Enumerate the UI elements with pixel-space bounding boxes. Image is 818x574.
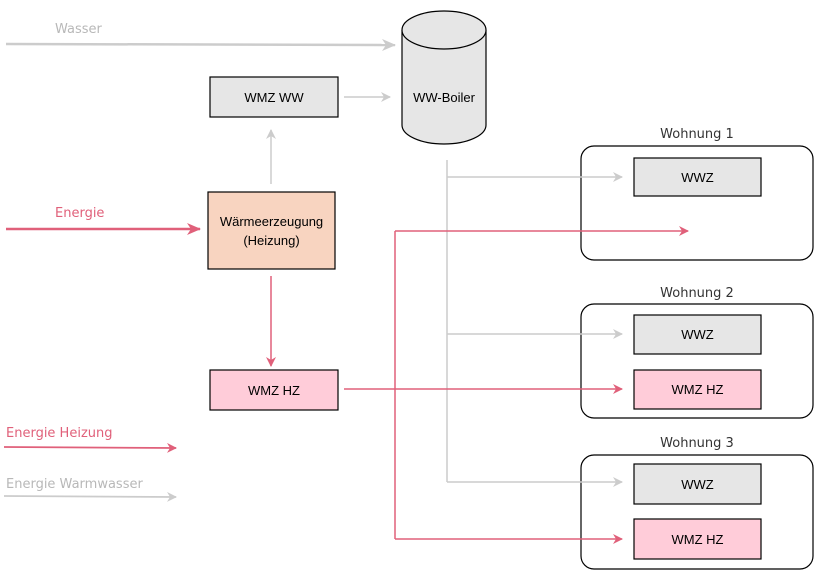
legend-warmwasser-arrow [3,491,177,502]
wasser-label: Wasser [55,22,103,37]
waermeerzeugung-label-line2: (Heizung) [243,233,299,248]
apartment-2-title: Wohnung 2 [660,286,734,301]
water-input-arrow [5,38,396,51]
apartment-3-wwz-box [633,463,762,505]
apartment-3-title: Wohnung 3 [660,436,734,451]
legend-warmwasser-label: Energie Warmwasser [6,477,143,492]
waermeerzeugung-label-line1: Wärmeerzeugung [220,214,323,229]
legend-heizung-label: Energie Heizung [6,426,113,441]
apartment-2-wwz-box [633,314,762,355]
apartment-3-wwz-label: WWZ [681,477,714,492]
apartment-2: Wohnung 2 WWZ WMZ HZ [580,286,814,419]
apartment-3: Wohnung 3 WWZ WMZ HZ [580,436,814,570]
apartment-1-wwz-label: WWZ [681,170,714,185]
wmz-hz-node: WMZ HZ [209,369,339,411]
wmz-hz-label: WMZ HZ [248,383,300,398]
waermeerzeugung-node: Wärmeerzeugung (Heizung) [207,191,336,270]
legend-heizung-arrow [3,442,177,453]
apartment-1-wwz-box [633,157,762,197]
ww-boiler-node: WW-Boiler [401,10,487,145]
wmz-ww-node: WMZ WW [209,76,339,118]
energie-label: Energie [55,206,104,221]
apartment-3-wmz-box [633,518,762,560]
apartment-2-wmz-label: WMZ HZ [672,382,724,397]
apartment-1-title: Wohnung 1 [660,127,734,142]
ww-boiler-label: WW-Boiler [413,90,476,105]
apartment-1: Wohnung 1 WWZ [580,127,814,261]
apartment-2-wmz-box [633,369,762,410]
apartment-2-wwz-label: WWZ [681,327,714,342]
wmz-ww-label: WMZ WW [244,90,304,105]
apartment-3-wmz-label: WMZ HZ [672,532,724,547]
